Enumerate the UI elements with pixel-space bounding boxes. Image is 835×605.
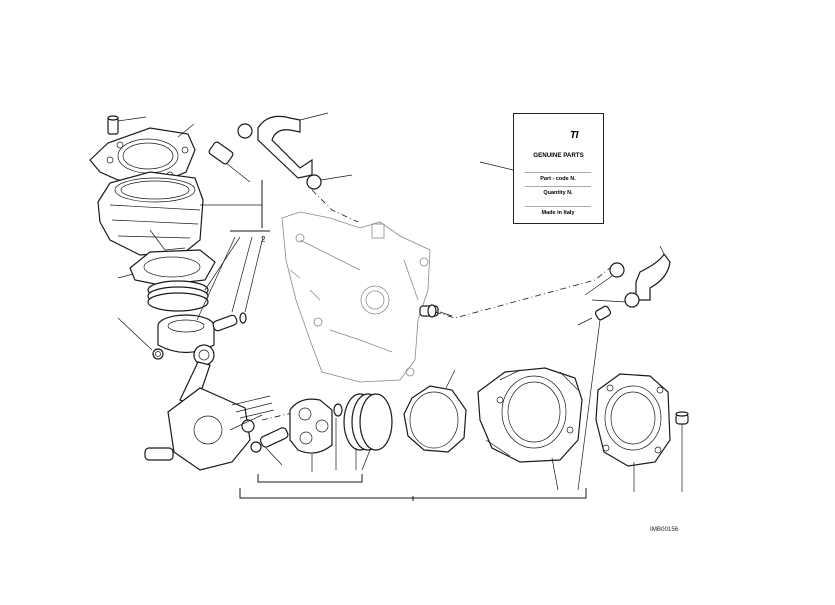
dowel-pin-right: [675, 411, 689, 492]
snap-ring-left: [117, 317, 164, 360]
base-gasket-lower: [403, 369, 467, 453]
snap-ring-lower: [333, 403, 343, 470]
card-row-part-code: Part - code N.: [525, 172, 591, 185]
crankshaft: [144, 387, 275, 471]
piston-rings-lower: [343, 393, 393, 471]
group-bracket-bottom: [239, 474, 587, 501]
coolant-hose-top: [237, 112, 353, 190]
group-marker-number: 2: [261, 235, 266, 244]
coolant-fitting-right: [577, 305, 612, 491]
cylinder-lower: [477, 367, 583, 491]
crankcase-fitting: [419, 304, 439, 318]
head-gasket-upper: [89, 123, 196, 184]
piston-pin-left: [212, 312, 247, 332]
cylinder-stud-dowel: [107, 115, 147, 135]
piston-rings-left: [147, 280, 209, 312]
card-row-quantity: Quantity N.: [525, 186, 591, 199]
label-card-callout: [479, 161, 514, 171]
crankcase-ghost: [281, 211, 431, 383]
piston-left: [157, 314, 215, 354]
brand-logo: TI: [570, 130, 578, 141]
piston-pin-lower: [250, 427, 289, 466]
head-gasket-lower: [595, 373, 671, 492]
diagram-reference-code: IMB00156: [650, 526, 679, 533]
piston-kit-bracket-left: [196, 180, 270, 321]
coolant-hose-right: [584, 245, 671, 308]
coolant-fitting-small: [208, 141, 251, 183]
cylinder-barrel: [97, 171, 262, 256]
genuine-parts-label-card: TI GENUINE PARTS Part - code N. Quantity…: [513, 113, 604, 224]
piston-lower: [289, 398, 333, 472]
card-row-origin: Made in Italy: [525, 206, 591, 219]
base-gasket-left: [117, 249, 216, 286]
card-title: GENUINE PARTS: [533, 152, 584, 159]
